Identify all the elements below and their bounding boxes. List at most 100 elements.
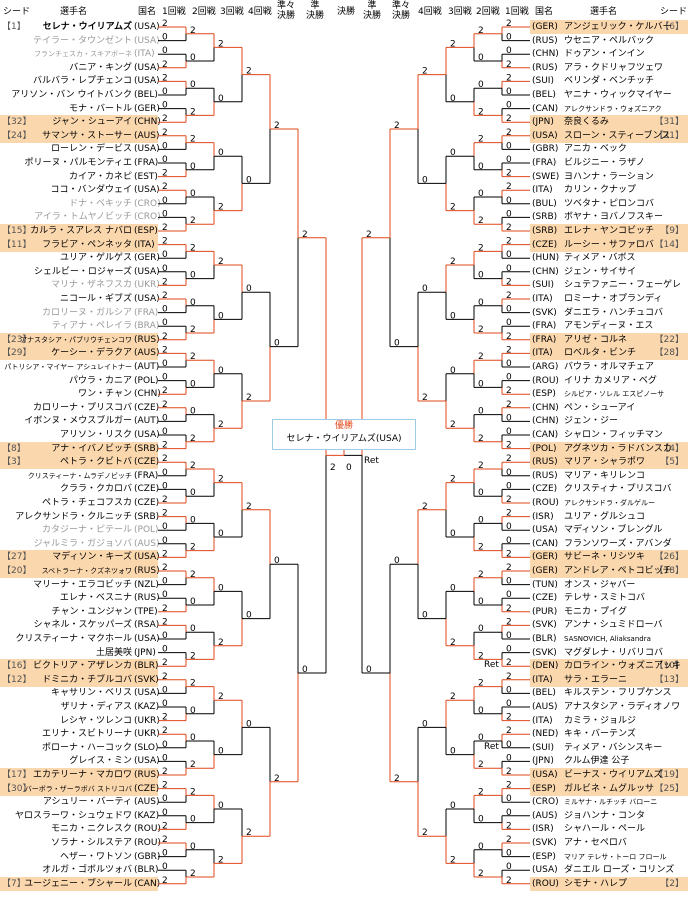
player-name: ペトラ・クビトバ [59,457,132,468]
right-score: 2 [506,563,512,573]
seed-label: 【11】 [2,239,32,250]
right-score: 2 [506,345,512,355]
country-code: (USA) [134,144,160,155]
left-score: 0 [190,597,196,607]
left-player-row: アシュリー・バーティ(AUS) [0,795,160,809]
right-player-row: アニカ・ベック(GBR) [530,142,688,156]
left-player-row: シェルビー・ロジャーズ(USA) [0,265,160,279]
round4-header-right: 4回戦 [418,7,442,17]
left-score: 0 [162,577,168,587]
player-name: パウラ・カニア [68,375,132,386]
country-code: (RUS) [134,334,160,345]
player-name: フランチェスカ・スキアボーネ [34,50,132,59]
country-code: (SVK) [134,674,159,685]
left-score: 0 [162,33,168,43]
left-score: 0 [218,148,224,158]
left-score: 0 [190,706,196,716]
player-name: シャハール・ペール [564,824,646,835]
country-code: (RSA) [134,620,160,631]
sf-header-left: 準決勝 [305,1,324,21]
right-score: 0 [366,665,372,675]
right-score: 0 [478,515,484,525]
right-player-row: ジョハンナ・コンタ(AUS) [530,809,688,823]
player-name: アンジェリック・ケルバー [564,22,672,32]
right-player-row: ジェン・ジー(CHN) [530,414,688,428]
right-score: 0 [506,740,512,750]
country-code: (CZE) [532,593,558,604]
left-score: 0 [162,264,168,274]
left-score: 0 [162,318,168,328]
left-player-row: マリーナ・エラコビッチ(NZL) [0,578,159,592]
left-score: 2 [218,692,224,702]
left-score: 0 [218,366,224,376]
right-score: 0 [506,46,512,56]
country-code: (USA) [532,865,558,876]
country-code: (JPN) [532,756,554,767]
seed-label: 【5】 [660,457,684,468]
country-code: (AUS) [134,538,160,549]
left-score: 0 [218,94,224,104]
left-score: 0 [162,590,168,600]
country-code: (FRA) [532,321,557,332]
player-name: アシュリー・バーティ [42,797,132,808]
country-code: (AUS) [134,130,160,141]
player-name: ジェン・サイサイ [564,266,637,277]
player-name: ヘザー・ワトソン [59,851,132,862]
left-score: 0 [190,379,196,389]
country-code: (CRO) [134,198,161,209]
player-name: マリア テレサ・トーロ フロール [564,852,667,861]
player-name: モニカ・ニクレスク [50,824,132,835]
right-score: 2 [394,121,400,131]
player-name: アレクサンドラ・ウォズニアク [564,104,662,113]
country-code: (AUS) [532,702,558,712]
country-code: (ROU) [532,375,559,386]
player-name: テレサ・スミトコバ [564,593,646,604]
player-name: モナ・バートル [68,103,132,114]
player-name: マリーナ・エラコビッチ [32,579,132,590]
country-code: (CRO) [134,212,161,223]
player-name: クリスティーナ・ムラデノビッチ [27,471,132,480]
right-player-row: ヤニナ・ウィックマイヤー(BEL) [530,88,688,102]
left-player-row: ニコール・ギブズ(USA) [0,292,160,306]
right-score: 2 [478,461,484,471]
seed-label: 【18】 [654,566,684,576]
country-code: (CZE) [532,484,558,495]
left-score: 0 [246,719,252,729]
country-code: (CHN) [532,49,559,60]
country-code: (USA) [532,525,558,536]
right-player-row: 【25】ガルビネ・ムグルッサ(ESP) [530,781,688,796]
player-name: クララ・クカロバ [59,484,132,495]
right-player-row: シャロン・フィッチマン(CAN) [530,428,688,442]
country-code: (SRB) [532,226,558,236]
player-name: エレナ・ヤンコビッチ [564,226,655,236]
left-score: 0 [162,155,168,165]
player-name: ジャルミラ・ガジョソバ [33,538,132,549]
player-name: ユリア・ゲルゲス [59,253,132,264]
player-name: オンス・ジャバー [564,579,636,590]
player-name: シャロン・フィッチマン [564,430,663,440]
right-player-row: SASNOVICH, Aliaksandra(BLR) [530,632,688,646]
player-name: サマンサ・ストーサー [42,130,132,141]
left-score: 0 [162,481,168,491]
country-code: (USA) [532,130,558,141]
left-score: 2 [162,291,168,301]
country-code: (DEN) [532,661,559,672]
right-player-row: ジェン・サイサイ(CHN) [530,265,688,279]
country-code: (SRB) [134,511,160,522]
country-code: (ITA) [532,715,553,726]
player-name: モニカ・プイグ [564,606,627,617]
left-score: 0 [162,862,168,872]
country-code: (USA) [134,430,160,440]
seed-label: 【31】 [654,117,684,128]
left-score: 2 [162,781,168,791]
country-code: (BLR) [134,865,159,876]
country-code: (PUR) [532,606,558,617]
left-score: 2 [190,107,196,117]
round2-header-left: 2回戦 [192,7,216,17]
right-score: 0 [394,556,400,566]
country-code: (BLR) [532,634,557,644]
right-score: 2 [478,787,484,797]
right-score: 0 [506,427,512,437]
right-score: 0 [506,685,512,695]
